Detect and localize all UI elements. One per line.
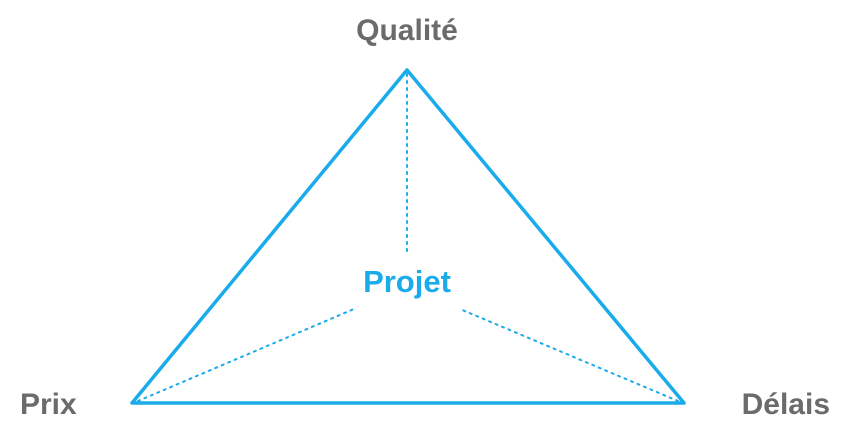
center-label: Projet: [363, 264, 451, 299]
vertex-label-left: Prix: [20, 388, 77, 421]
connector-right: [459, 308, 679, 402]
connector-left: [137, 308, 355, 402]
vertex-label-right: Délais: [742, 388, 830, 421]
triangle-outline: [130, 68, 686, 405]
vertex-label-top: Qualité: [356, 14, 458, 47]
